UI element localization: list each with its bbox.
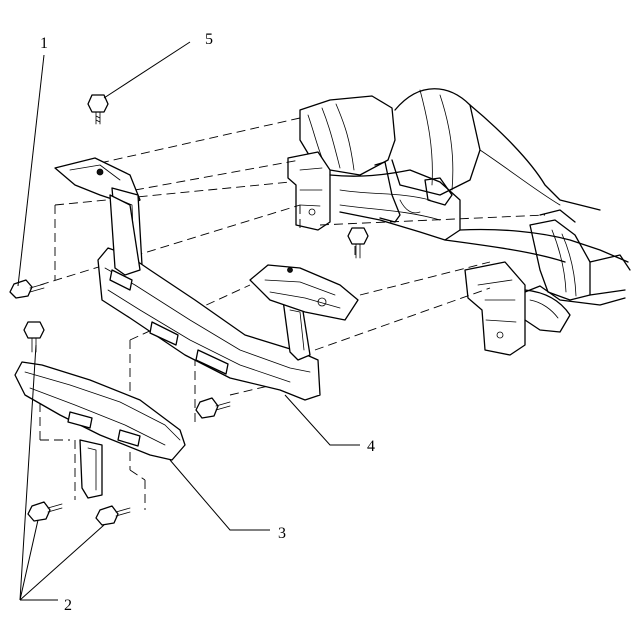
vehicle-frame [287, 88, 631, 356]
right-mount-plate [249, 264, 359, 321]
leader-lines [17, 41, 360, 601]
bolt-icon [23, 321, 45, 353]
callout-1: 1 [40, 35, 48, 52]
bolt-icon-group [9, 94, 369, 526]
bolt-icon [347, 227, 369, 259]
bolt-icon [27, 501, 63, 522]
callout-3: 3 [278, 525, 286, 542]
main-cross-member [97, 194, 321, 401]
lower-cross-member [14, 361, 186, 499]
callout-labels: 1 2 3 4 5 [40, 31, 375, 614]
bolt-icon [9, 279, 45, 299]
bolt-icon [95, 505, 131, 526]
callout-5: 5 [205, 31, 213, 48]
callout-2: 2 [64, 597, 72, 614]
bolt-icon [87, 94, 109, 125]
bolt-icon [195, 397, 231, 419]
callout-4: 4 [367, 438, 375, 455]
